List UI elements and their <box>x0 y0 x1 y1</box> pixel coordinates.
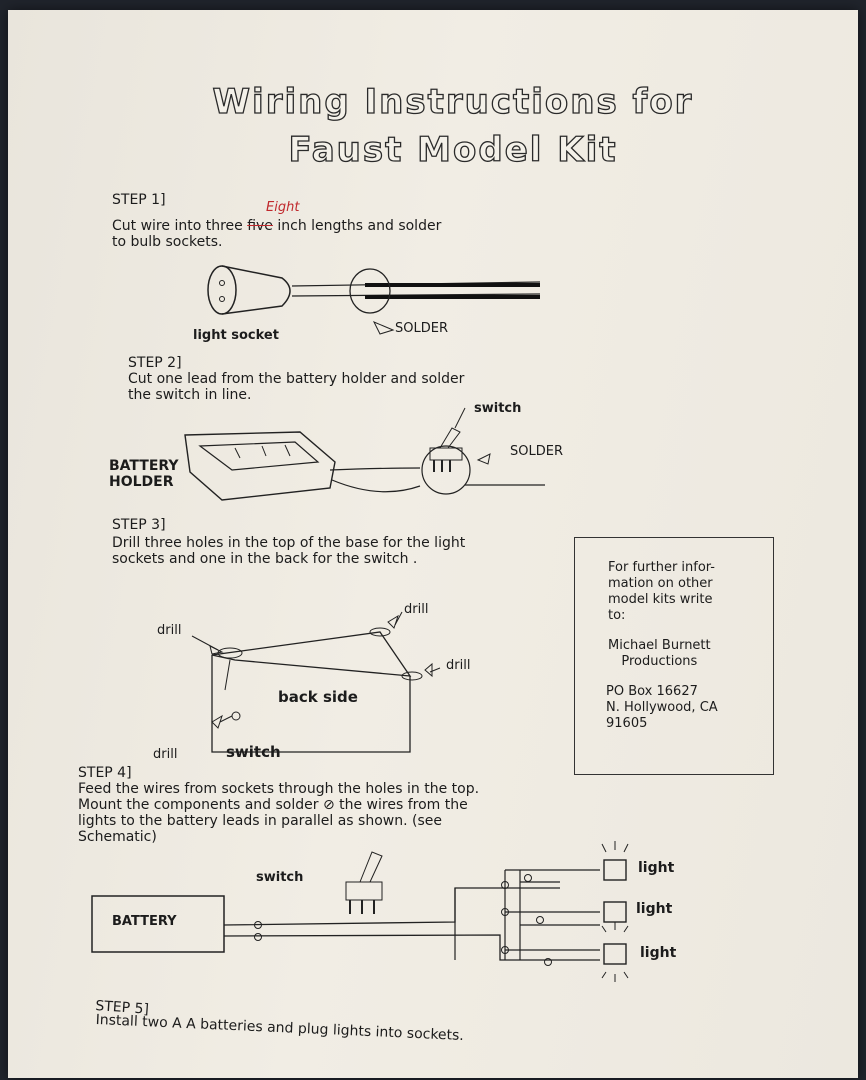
title-line-1: Wiring Instructions for <box>212 81 694 122</box>
light-label-2: light <box>636 901 673 917</box>
step1-line1: Cut wire into three five inch lengths an… <box>112 218 442 234</box>
step4-text: Feed the wires from sockets through the … <box>78 781 480 845</box>
step3-switch-label: switch <box>226 743 281 761</box>
step4-battery-label: BATTERY <box>112 914 177 929</box>
light-socket-label: light socket <box>193 328 279 343</box>
info-box <box>574 537 774 775</box>
step2-switch-label: switch <box>474 401 522 416</box>
step2-heading: STEP 2] <box>128 355 182 371</box>
light-label-3: light <box>640 945 677 961</box>
step2-text: Cut one lead from the battery holder and… <box>128 371 465 403</box>
battery-holder-label: BATTERY HOLDER <box>109 458 179 490</box>
info-text: For further infor- mation on other model… <box>608 560 716 623</box>
step3-heading: STEP 3] <box>112 517 166 533</box>
step2-solder-label: SOLDER <box>510 444 563 459</box>
step4-switch-label: switch <box>256 870 304 885</box>
drill-label-left: drill <box>157 623 182 638</box>
step1-line2: to bulb sockets. <box>112 234 223 250</box>
step1-solder-label: SOLDER <box>395 321 448 336</box>
drill-label-right: drill <box>446 658 471 673</box>
title-line-2: Faust Model Kit <box>288 129 618 170</box>
step4-heading: STEP 4] <box>78 765 132 781</box>
instruction-sheet <box>8 10 858 1078</box>
drill-label-bottom: drill <box>153 747 178 762</box>
handwritten-correction: Eight <box>266 200 300 215</box>
step1-heading: STEP 1] <box>112 192 166 208</box>
step3-text: Drill three holes in the top of the base… <box>112 535 466 567</box>
info-address: PO Box 16627 N. Hollywood, CA 91605 <box>606 684 718 731</box>
struck-word: five <box>247 218 273 234</box>
drill-label-top: drill <box>404 602 429 617</box>
info-name: Michael Burnett Productions <box>608 638 711 669</box>
back-side-label: back side <box>278 688 358 706</box>
light-label-1: light <box>638 860 675 876</box>
